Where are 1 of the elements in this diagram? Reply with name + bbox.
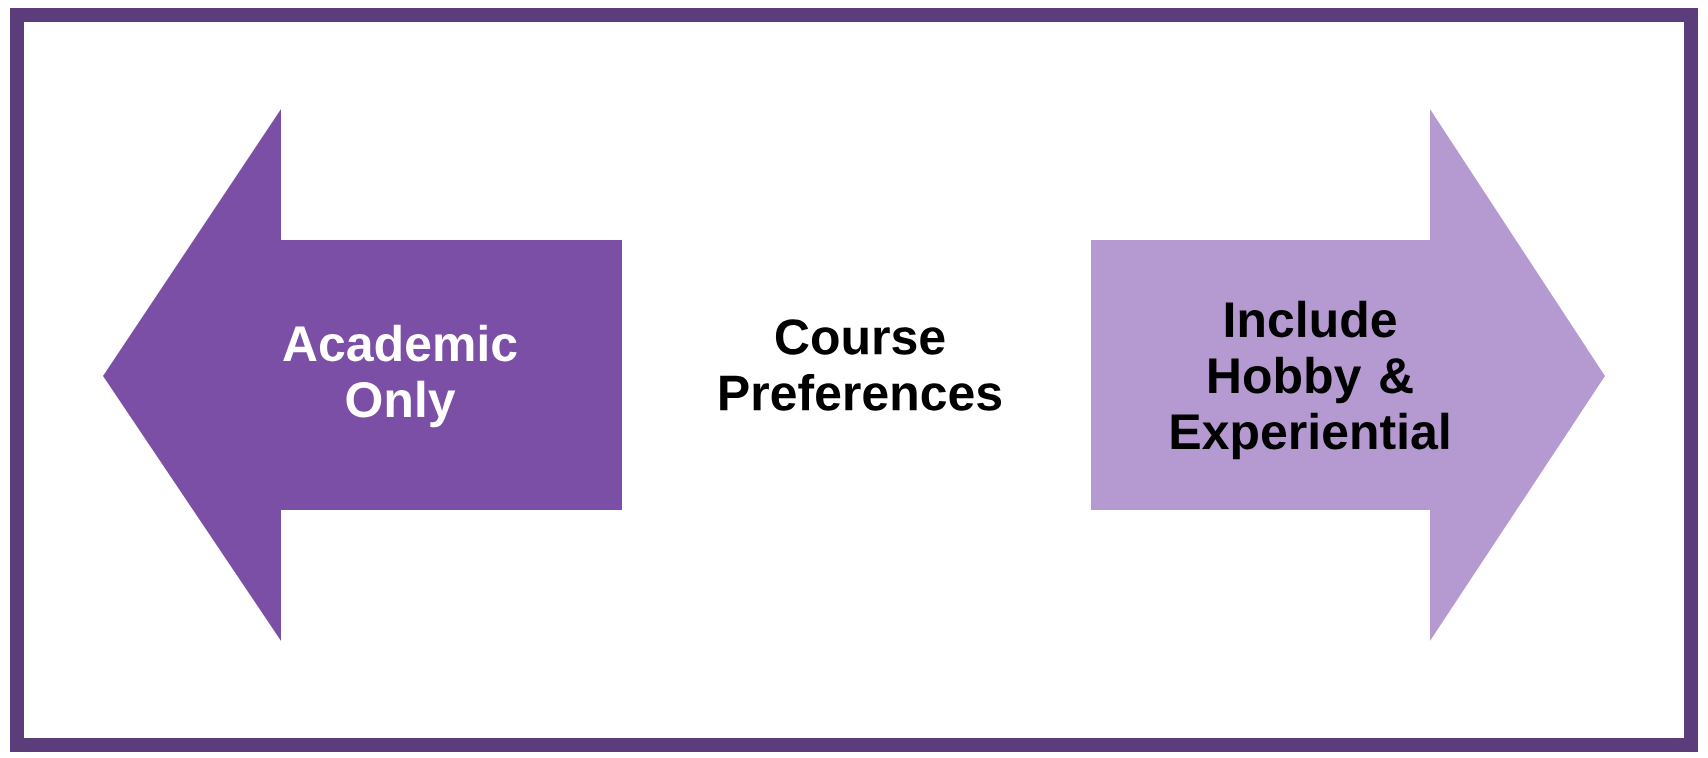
heading-text: Course Preferences (720, 319, 1002, 411)
